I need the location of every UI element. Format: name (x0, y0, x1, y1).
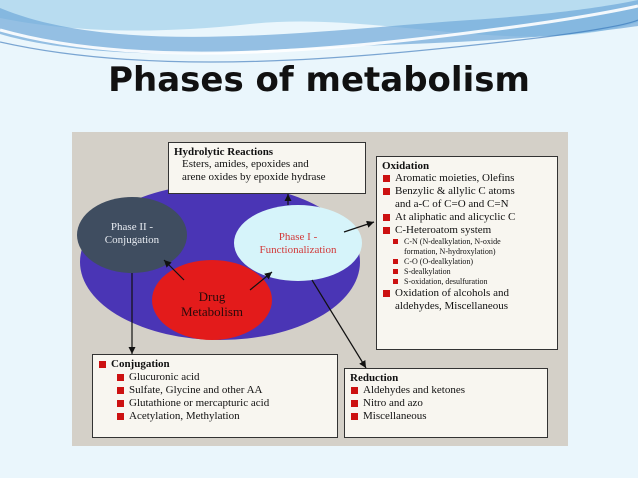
list-item: S-oxidation, desulfuration (382, 277, 552, 287)
list-item: C-Heteroatom system (382, 224, 552, 237)
list-item: Nitro and azo (350, 397, 542, 410)
reduction-heading: Reduction (350, 372, 399, 384)
list-item: Glucuronic acid (116, 371, 332, 384)
phase2-ellipse (77, 197, 187, 273)
reduction-list: Aldehydes and ketones Nitro and azo Misc… (350, 384, 542, 423)
arrow-drug-to-phase1 (249, 271, 273, 291)
drug-metabolism-ellipse (152, 260, 272, 340)
arrow-to-oxidation (343, 220, 375, 233)
list-item: Glutathione or mercapturic acid (116, 397, 332, 410)
list-item: Miscellaneous (350, 410, 542, 423)
phase1-ellipse (234, 205, 362, 281)
list-item: Aldehydes and ketones (350, 384, 542, 397)
oxidation-heading: Oxidation (382, 160, 430, 172)
conjugation-items: Glucuronic acid Sulfate, Glycine and oth… (98, 371, 332, 423)
arrow-to-reduction (311, 279, 367, 369)
hydrolytic-box: Hydrolytic Reactions Esters, amides, epo… (168, 142, 366, 194)
arrow-drug-to-phase2 (163, 259, 185, 281)
slide-title: Phases of metabolism (108, 60, 530, 100)
reduction-box: Reduction Aldehydes and ketones Nitro an… (344, 368, 548, 438)
list-item: Aromatic moieties, Olefins (382, 172, 552, 185)
conjugation-heading: Conjugation (98, 358, 332, 371)
diagram-shapes (77, 184, 375, 369)
oxidation-list: Aromatic moieties, Olefins Benzylic & al… (382, 172, 552, 313)
phase1-label: Phase I - Functionalization (259, 231, 337, 256)
conjugation-box: Conjugation Glucuronic acid Sulfate, Gly… (92, 354, 338, 438)
hydrolytic-heading: Hydrolytic Reactions (174, 146, 274, 158)
list-item: C-O (O-dealkylation) (382, 257, 552, 267)
list-item: Sulfate, Glycine and other AA (116, 384, 332, 397)
oxidation-box: Oxidation Aromatic moieties, Olefins Ben… (376, 156, 558, 350)
phase2-label: Phase II - Conjugation (104, 221, 160, 246)
metabolism-diagram: Phase II - Conjugation Phase I - Functio… (72, 132, 568, 446)
list-item: S-dealkylation (382, 267, 552, 277)
conjugation-list: Conjugation (98, 358, 332, 371)
list-item: At aliphatic and alicyclic C (382, 211, 552, 224)
drug-metabolism-label: Drug Metabolism (180, 289, 244, 319)
hydrolytic-line: arene oxides by epoxide hydrase (182, 171, 326, 183)
hydrolytic-line: Esters, amides, epoxides and (182, 158, 309, 170)
list-item: Acetylation, Methylation (116, 410, 332, 423)
